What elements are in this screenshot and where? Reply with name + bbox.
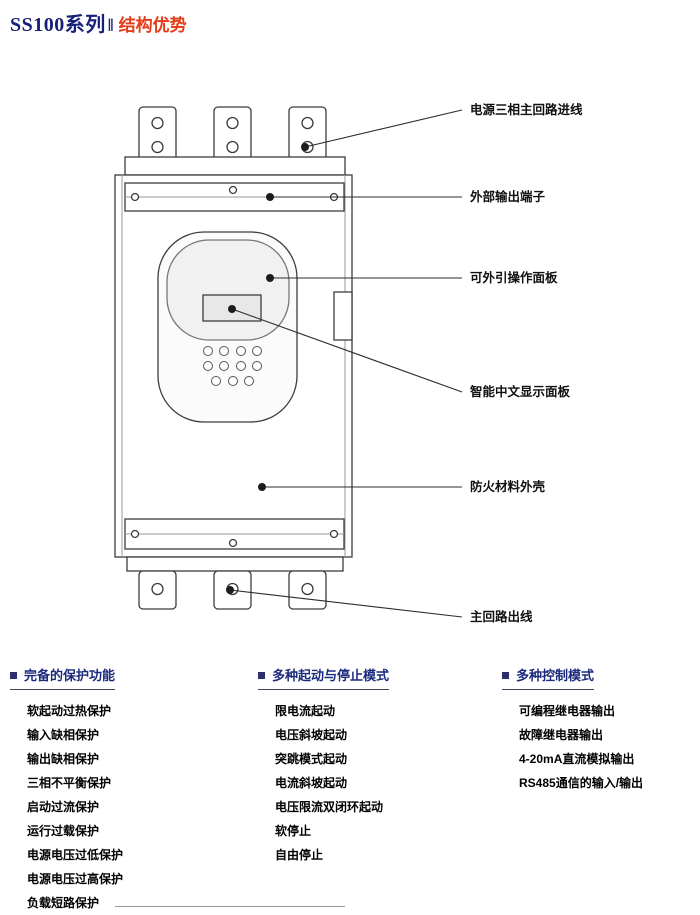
feature-item: 输出缺相保护	[27, 752, 100, 766]
feature-list: 限电流起动 电压斜坡起动 突跳模式起动 电流斜坡起动 电压限流双闭环起动 软停止…	[258, 699, 502, 867]
callout-label-output-terminal: 外部输出端子	[470, 190, 546, 204]
feature-item: 电流斜坡起动	[275, 776, 348, 790]
feature-item: RS485通信的输入/输出	[519, 776, 644, 790]
side-connector	[333, 291, 353, 341]
feature-item: 可编程继电器输出	[519, 704, 616, 718]
upper-housing-strip	[124, 156, 346, 176]
feature-item: 限电流起动	[275, 704, 336, 718]
feature-list: 可编程继电器输出 故障继电器输出 4-20mA直流模拟输出 RS485通信的输入…	[502, 699, 700, 795]
feature-item: 电压限流双闭环起动	[275, 800, 384, 814]
callout-lines	[229, 109, 463, 618]
callout-label-display-panel: 智能中文显示面板	[470, 385, 571, 399]
callout-dots	[226, 143, 309, 594]
bullet-square-icon	[10, 672, 17, 679]
top-terminal-group	[138, 106, 327, 164]
feature-heading-protection: 完备的保护功能	[10, 665, 116, 690]
feature-heading-label: 多种起动与停止模式	[272, 668, 390, 683]
feature-column-control-modes: 多种控制模式 可编程继电器输出 故障继电器输出 4-20mA直流模拟输出 RS4…	[502, 665, 700, 915]
bullet-square-icon	[502, 672, 509, 679]
callout-label-power-in: 电源三相主回路进线	[470, 103, 583, 117]
keypad-buttons	[203, 346, 262, 386]
feature-list: 软起动过热保护 输入缺相保护 输出缺相保护 三相不平衡保护 启动过流保护 运行过…	[10, 699, 258, 915]
feature-item: 启动过流保护	[27, 800, 100, 814]
lower-housing-strip	[126, 556, 344, 572]
bottom-terminal-bar	[124, 518, 345, 550]
callout-label-main-circuit-out: 主回路出线	[470, 610, 533, 624]
feature-item: 软停止	[275, 824, 312, 838]
callout-label-fireproof-shell: 防火材料外壳	[470, 480, 546, 494]
feature-item: 软起动过热保护	[27, 704, 112, 718]
soft-starter-drawing	[114, 106, 463, 618]
features-section: 完备的保护功能 软起动过热保护 输入缺相保护 输出缺相保护 三相不平衡保护 启动…	[0, 665, 700, 915]
feature-heading-label: 多种控制模式	[516, 668, 595, 683]
feature-item: 电源电压过低保护	[27, 848, 124, 862]
bullet-square-icon	[258, 672, 265, 679]
feature-item: 4-20mA直流模拟输出	[519, 752, 635, 766]
feature-item: 电源电压过高保护	[27, 872, 124, 886]
feature-item: 自由停止	[275, 848, 324, 862]
feature-item: 运行过载保护	[27, 824, 100, 838]
device-diagram: 电源三相主回路进线 外部输出端子 可外引操作面板 智能中文显示面板 防火材料外壳…	[0, 37, 700, 657]
feature-column-protection: 完备的保护功能 软起动过热保护 输入缺相保护 输出缺相保护 三相不平衡保护 启动…	[10, 665, 258, 915]
feature-heading-start-stop: 多种起动与停止模式	[258, 665, 390, 690]
title-series: SS100系列	[10, 14, 106, 36]
page-bottom-rule	[115, 906, 345, 907]
feature-heading-control: 多种控制模式	[502, 665, 595, 690]
feature-column-start-stop-modes: 多种起动与停止模式 限电流起动 电压斜坡起动 突跳模式起动 电流斜坡起动 电压限…	[258, 665, 502, 915]
operation-panel	[157, 231, 298, 423]
callout-label-operation-panel: 可外引操作面板	[470, 271, 558, 285]
feature-item: 负载短路保护	[27, 896, 100, 910]
feature-item: 突跳模式起动	[275, 752, 348, 766]
feature-heading-label: 完备的保护功能	[24, 668, 116, 683]
feature-item: 输入缺相保护	[27, 728, 100, 742]
feature-item: 电压斜坡起动	[275, 728, 348, 742]
feature-item: 故障继电器输出	[519, 728, 604, 742]
feature-item: 三相不平衡保护	[27, 776, 112, 790]
title-separator: ‖	[107, 15, 114, 35]
page-title: SS100系列‖结构优势	[0, 0, 700, 37]
title-subtitle: 结构优势	[118, 16, 187, 35]
